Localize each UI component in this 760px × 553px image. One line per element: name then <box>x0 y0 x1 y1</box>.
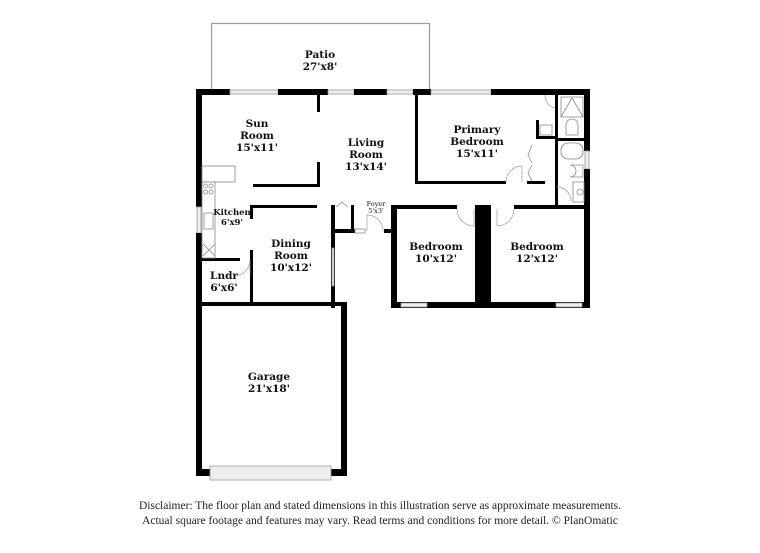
bedrooms-bottom-wall <box>391 205 590 308</box>
room-label-kitchen: Kitchen 6'x9' <box>213 208 251 228</box>
top-exterior-wall <box>196 89 589 95</box>
room-dimensions: 5'x3' <box>368 207 384 215</box>
disclaimer: Disclaimer: The floor plan and stated di… <box>0 499 760 529</box>
foyer-walls <box>331 201 397 308</box>
room-label-sun-room: Sun Room 15'x11' <box>236 118 278 154</box>
disclaimer-line-2: Actual square footage and features may v… <box>142 515 618 527</box>
room-name: Foyer <box>366 200 386 208</box>
room-dimensions: 13'x14' <box>345 161 387 173</box>
room-name: Lndr <box>210 270 238 282</box>
room-name: Room <box>240 130 274 142</box>
room-name: Kitchen <box>213 208 251 218</box>
room-dimensions: 15'x11' <box>236 142 278 154</box>
room-dimensions: 12'x12' <box>516 253 558 265</box>
room-dimensions: 21'x18' <box>248 383 290 395</box>
room-dimensions: 15'x11' <box>456 148 498 160</box>
right-exterior-wall <box>584 89 590 308</box>
room-name: Bedroom <box>510 241 564 253</box>
kitchen-fixtures <box>201 165 236 259</box>
interior-walls <box>202 94 320 302</box>
room-label-dining-room: Dining Room 10'x12' <box>270 238 312 274</box>
room-name: Room <box>274 250 308 262</box>
room-dimensions: 10'x12' <box>270 262 312 274</box>
room-label-foyer: Foyer 5'x3' <box>367 201 386 215</box>
room-dimensions: 27'x8' <box>302 61 338 73</box>
room-name: Primary <box>453 124 501 136</box>
room-name: Room <box>349 149 383 161</box>
room-name: Garage <box>247 371 291 383</box>
room-name: Patio <box>304 49 336 61</box>
garage-walls <box>196 302 347 481</box>
room-dimensions: 10'x12' <box>415 253 457 265</box>
room-label-bedroom-2: Bedroom 10'x12' <box>409 241 463 265</box>
room-name: Sun <box>245 118 269 130</box>
patio-outline <box>210 22 431 92</box>
room-label-living-room: Living Room 13'x14' <box>345 137 387 173</box>
room-label-bedroom-3: Bedroom 12'x12' <box>510 241 564 265</box>
primary-suite-walls <box>415 94 585 206</box>
left-exterior-wall <box>196 89 202 472</box>
room-dimensions: 6'x6' <box>210 282 238 294</box>
bedroom-top-walls <box>391 205 590 227</box>
room-label-patio: Patio 27'x8' <box>303 49 338 73</box>
room-label-laundry: Lndr 6'x6' <box>210 270 238 294</box>
room-name: Bedroom <box>450 136 504 148</box>
room-label-primary-bedroom: Primary Bedroom 15'x11' <box>450 124 504 160</box>
room-name: Bedroom <box>409 241 463 253</box>
room-dimensions: 6'x9' <box>220 218 244 228</box>
room-label-garage: Garage 21'x18' <box>248 371 290 395</box>
disclaimer-line-1: Disclaimer: The floor plan and stated di… <box>138 500 622 512</box>
room-name: Dining <box>271 238 311 250</box>
room-name: Living <box>347 137 385 149</box>
